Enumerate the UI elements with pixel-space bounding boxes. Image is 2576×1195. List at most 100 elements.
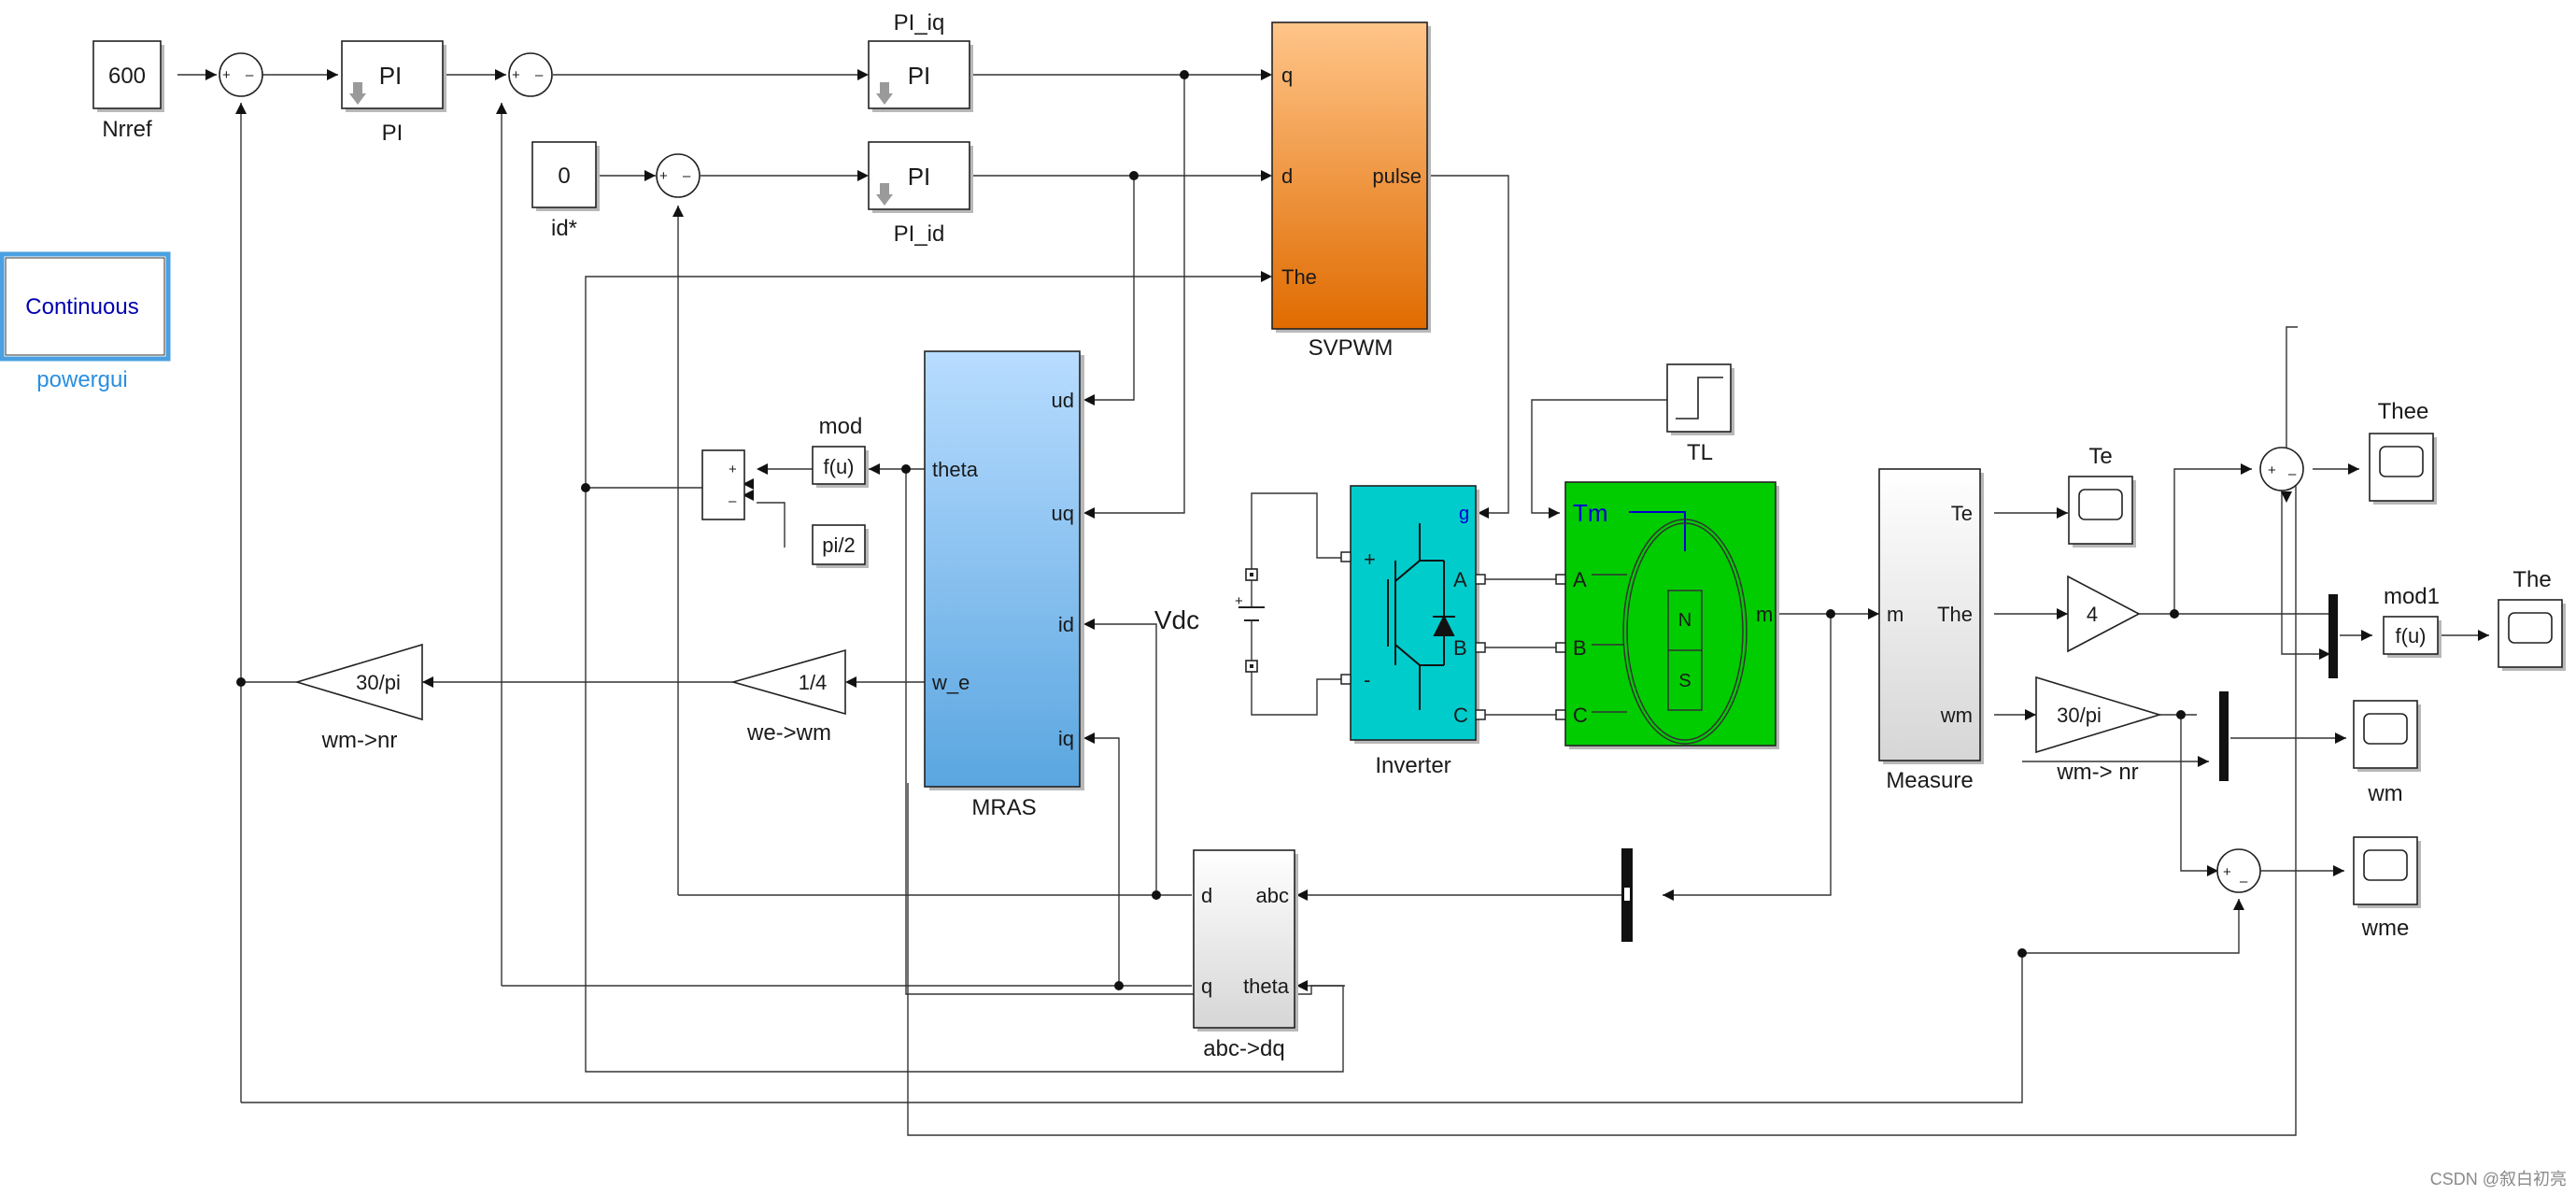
motor-port-tm: Tm	[1573, 499, 1608, 527]
pi2-text: pi/2	[822, 533, 855, 557]
gain-30pi-left-label: wm->nr	[321, 728, 398, 753]
gain-30pi-left-text: 30/pi	[356, 671, 401, 694]
gain-4-text: 4	[2087, 603, 2098, 626]
pi-speed-label: PI	[382, 121, 403, 146]
nrref-constant-block[interactable]: 600 Nrref	[92, 40, 164, 142]
gain-30pi-right-label: wm-> nr	[2056, 760, 2138, 785]
inverter-ports	[1340, 551, 1486, 720]
sum-block-id[interactable]: +–	[656, 153, 701, 198]
measure-port-m: m	[1887, 603, 1904, 626]
motor-port-b: B	[1573, 636, 1587, 660]
svg-text:–: –	[683, 168, 691, 184]
scope-icon	[2363, 713, 2408, 745]
inverter-port-c: C	[1453, 704, 1468, 727]
powergui-block[interactable]: Continuous powergui	[0, 251, 171, 392]
scope-te[interactable]: Te	[2068, 444, 2136, 548]
tl-step-block[interactable]: TL	[1666, 363, 1734, 465]
sum-block-thee[interactable]: +–	[2259, 447, 2304, 491]
mux-bars	[1621, 594, 2338, 942]
mod1-label: mod1	[2384, 584, 2440, 609]
gain-quarter-label: we->wm	[746, 720, 831, 746]
inverter-block[interactable]: + - g A B C Inverter	[1350, 485, 1479, 778]
pi-id-text: PI	[908, 163, 931, 191]
measure-block[interactable]: m Te The wm Measure	[1878, 468, 1984, 793]
pi-arrow-icon	[876, 93, 893, 105]
motor-ports	[1555, 574, 1566, 720]
igbt-icon	[1387, 523, 1455, 710]
svpwm-port-q: q	[1281, 64, 1293, 87]
mras-label: MRAS	[971, 795, 1036, 820]
vdc-plus: +	[1235, 593, 1243, 609]
abc-dq-block[interactable]: d q abc theta abc->dq	[1193, 849, 1298, 1061]
gain-quarter-text: 1/4	[799, 671, 828, 694]
motor-port-m: m	[1756, 603, 1773, 626]
svg-text:+: +	[2268, 462, 2276, 478]
svg-text:+: +	[659, 168, 668, 184]
measure-port-wm: wm	[1940, 704, 1973, 727]
scope-wme-label: wme	[2361, 916, 2410, 941]
nrref-label: Nrref	[102, 117, 152, 142]
powergui-label: powergui	[36, 367, 127, 392]
motor-rotor-icon	[1592, 519, 1748, 745]
pi-speed-block[interactable]: PI PI	[341, 40, 446, 146]
measure-port-te: Te	[1951, 502, 1973, 525]
mras-port-iq: iq	[1058, 727, 1074, 750]
step-icon	[1676, 377, 1723, 420]
mod1-fcn-block[interactable]: f(u) mod1	[2383, 584, 2442, 658]
pi-iq-label: PI_iq	[894, 10, 945, 36]
scope-the[interactable]: The	[2498, 567, 2566, 671]
pi2-constant-block[interactable]: pi/2	[812, 524, 869, 568]
mras-port-uq: uq	[1052, 502, 1074, 525]
sum-block-theta[interactable]: +–	[701, 449, 745, 520]
sum-block-wme[interactable]: +–	[2216, 848, 2261, 893]
mras-port-id: id	[1058, 613, 1074, 636]
mod1-text: f(u)	[2396, 624, 2427, 647]
gain-30pi-left[interactable]: 30/pi wm->nr	[294, 643, 423, 753]
id-ref-constant-block[interactable]: 0 id*	[531, 141, 600, 241]
powergui-text: Continuous	[25, 294, 138, 320]
inverter-port-plus: +	[1364, 548, 1376, 571]
scope-icon	[2508, 612, 2553, 644]
svg-text:–: –	[2288, 466, 2297, 482]
gain-4[interactable]: 4	[2067, 575, 2141, 653]
vdc-source[interactable]: + Vdc	[1154, 568, 1265, 673]
inverter-port-a: A	[1453, 568, 1467, 591]
mras-port-we: w_e	[931, 671, 970, 694]
pi-id-block[interactable]: PI PI_id	[868, 141, 973, 247]
svg-text:+: +	[2223, 864, 2231, 880]
gain-30pi-right[interactable]: 30/pi wm-> nr	[2035, 676, 2162, 785]
mras-block[interactable]: ud uq id iq theta w_e MRAS	[924, 350, 1084, 820]
gain-quarter[interactable]: 1/4 we->wm	[730, 648, 846, 746]
tl-label: TL	[1687, 440, 1713, 465]
measure-port-the: The	[1937, 603, 1973, 626]
scope-icon	[2363, 849, 2408, 881]
abcdq-label: abc->dq	[1203, 1036, 1284, 1061]
abcdq-port-d: d	[1201, 884, 1212, 907]
svg-text:+: +	[512, 67, 520, 83]
vdc-label: Vdc	[1154, 605, 1199, 634]
mod-fcn-block[interactable]: f(u) mod	[812, 414, 869, 488]
sum-block-speed[interactable]: +–	[219, 52, 263, 97]
scope-wm-label: wm	[2367, 781, 2402, 806]
scope-wme[interactable]: wme	[2353, 836, 2421, 941]
nrref-value: 600	[108, 64, 146, 89]
junction-dots	[236, 70, 2286, 990]
pi-iq-block[interactable]: PI PI_iq	[868, 10, 973, 112]
svg-text:+: +	[729, 462, 737, 477]
pmsm-motor-block[interactable]: Tm A B C m N S	[1564, 481, 1779, 749]
measure-label: Measure	[1886, 768, 1973, 793]
svpwm-block[interactable]: q d The pulse SVPWM	[1271, 21, 1431, 361]
motor-s-pole: S	[1678, 671, 1691, 691]
motor-port-a: A	[1573, 568, 1587, 591]
svpwm-port-d: d	[1281, 164, 1293, 188]
scope-thee[interactable]: Thee	[2369, 399, 2437, 505]
scope-thee-label: Thee	[2378, 399, 2429, 424]
sum-block-iq[interactable]: +–	[508, 52, 553, 97]
svg-text:–: –	[535, 67, 544, 83]
scope-wm[interactable]: wm	[2353, 700, 2421, 806]
gain-30pi-right-text: 30/pi	[2057, 704, 2102, 727]
svg-text:–: –	[2240, 874, 2248, 889]
arrowheads	[205, 69, 2489, 991]
scope-te-label: Te	[2088, 444, 2112, 469]
